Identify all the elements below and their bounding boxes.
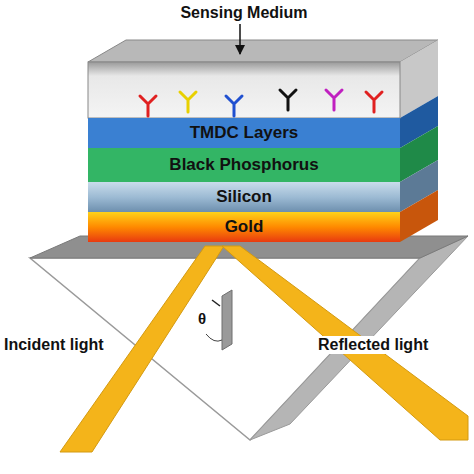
layer-label: Gold [225,217,264,237]
tmdc-layer: TMDC Layers [88,118,400,148]
normal-plate [222,290,232,350]
gold-side [400,190,438,242]
reflected-beam [222,246,468,440]
beam-label: Incident light [2,336,106,354]
black-phosphorus-layer: Black Phosphorus [88,148,400,182]
silicon-layer: Silicon [88,182,400,212]
sensing-medium-layer: Sensing Medium [88,62,400,118]
angle-arc [206,334,222,341]
layer-label: Sensing Medium [88,4,400,22]
antibodies [140,90,382,116]
angle-tick [212,300,220,306]
angle-symbol: θ [196,310,208,327]
layer-label: Silicon [216,187,272,207]
gold-layer: Gold [88,212,400,242]
layer-label: TMDC Layers [190,123,299,143]
leader-arrow [239,24,241,54]
sensing-front-face [88,62,400,118]
sensing-top-face [88,40,438,62]
layer-label: Black Phosphorus [169,155,318,175]
beam-label: Reflected light [316,336,430,354]
